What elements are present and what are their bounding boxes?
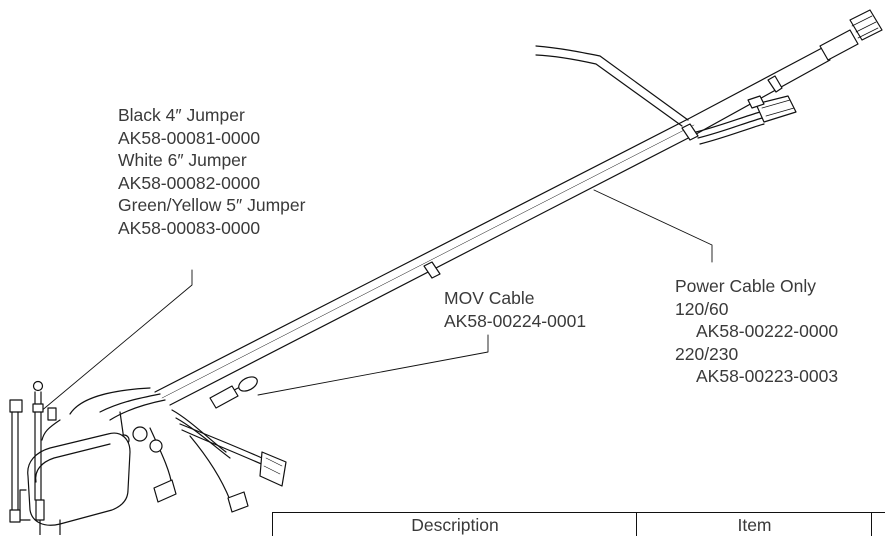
parts-table-header: Description Item [272, 512, 885, 536]
mov-cable-part: AK58-00224-0001 [444, 310, 587, 331]
branch-cable [535, 45, 689, 127]
power-voltage-1: 120/60 [675, 298, 729, 319]
power-cable-title: Power Cable Only [675, 276, 817, 296]
jumper-white-label: White 6″ Jumper [118, 150, 247, 170]
cable-ties [423, 75, 783, 279]
jumper-wires [9, 380, 57, 523]
power-voltage-2: 220/230 [675, 343, 739, 364]
jumper-black-part: AK58-00081-0000 [118, 127, 261, 148]
end-connector [819, 9, 883, 61]
item-header: Item [636, 513, 872, 536]
jumper-black-label: Black 4″ Jumper [118, 105, 245, 125]
mov-cable [209, 376, 258, 409]
jumper-green-yellow-label: Green/Yellow 5″ Jumper [118, 195, 306, 215]
jumpers-leader [39, 269, 193, 413]
power-part-2: AK58-00223-0003 [696, 366, 839, 386]
mov-cable-callout: MOV Cable AK58-00224-0001 [444, 287, 586, 332]
jumper-white-part: AK58-00082-0000 [118, 172, 261, 193]
mov-cable-label: MOV Cable [444, 288, 535, 308]
table-extra-column [871, 513, 885, 536]
jumpers-callout: Black 4″ Jumper AK58-00081-0000 White 6″… [118, 104, 305, 239]
mov-box [19, 432, 131, 535]
power-cable [154, 47, 831, 406]
power-part-1: AK58-00222-0000 [696, 321, 839, 341]
description-header: Description [272, 513, 637, 536]
power-cable-leader [593, 189, 713, 263]
power-cable-callout: Power Cable Only 120/60 AK58-00222-0000 … [675, 275, 838, 388]
mov-cable-leader [257, 334, 489, 396]
breakout-connector [695, 95, 797, 145]
jumper-green-yellow-part: AK58-00083-0000 [118, 217, 261, 238]
